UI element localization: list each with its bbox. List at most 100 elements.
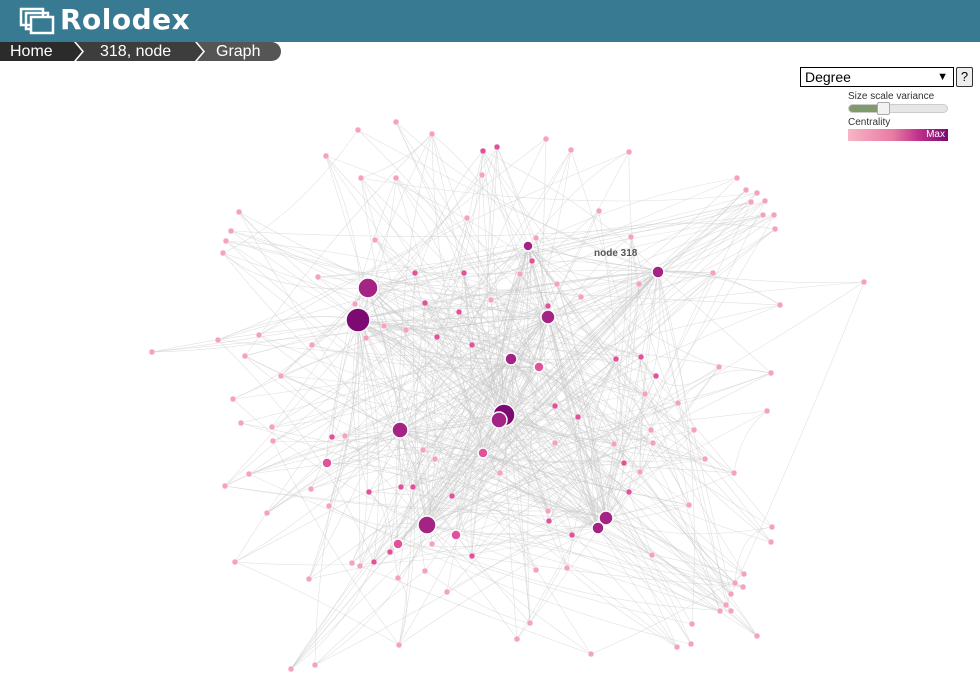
graph-node[interactable] xyxy=(421,299,429,307)
graph-node[interactable] xyxy=(431,455,439,463)
graph-node[interactable] xyxy=(222,237,230,245)
graph-node[interactable] xyxy=(637,353,645,361)
graph-node[interactable] xyxy=(268,423,276,431)
graph-node[interactable] xyxy=(591,521,605,535)
graph-node[interactable] xyxy=(321,457,333,469)
graph-node[interactable] xyxy=(528,257,536,265)
graph-nodes[interactable] xyxy=(148,118,868,673)
graph-node[interactable] xyxy=(419,446,427,454)
graph-node[interactable] xyxy=(362,334,370,342)
graph-node[interactable] xyxy=(478,171,486,179)
graph-node[interactable] xyxy=(776,301,784,309)
graph-node[interactable] xyxy=(733,174,741,182)
graph-node[interactable] xyxy=(245,470,253,478)
graph-node[interactable] xyxy=(487,296,495,304)
graph-node[interactable] xyxy=(740,570,748,578)
graph-node[interactable] xyxy=(551,402,559,410)
graph-node[interactable] xyxy=(307,485,315,493)
graph-node[interactable] xyxy=(635,280,643,288)
graph-node[interactable] xyxy=(574,413,582,421)
graph-node[interactable] xyxy=(328,433,336,441)
graph-node[interactable] xyxy=(428,540,436,548)
graph-node[interactable] xyxy=(674,399,682,407)
graph-node[interactable] xyxy=(277,372,285,380)
breadcrumb-graph[interactable]: Graph xyxy=(197,42,281,61)
graph-node[interactable] xyxy=(648,551,656,559)
graph-node[interactable] xyxy=(219,249,227,257)
graph-node[interactable] xyxy=(468,552,476,560)
graph-node[interactable] xyxy=(759,211,767,219)
graph-node[interactable] xyxy=(544,302,552,310)
metric-select[interactable]: Degree ▼ xyxy=(800,67,954,87)
graph-node[interactable] xyxy=(417,515,437,535)
graph-node[interactable] xyxy=(753,189,761,197)
graph-node[interactable] xyxy=(365,488,373,496)
graph-node[interactable] xyxy=(587,650,595,658)
graph-node[interactable] xyxy=(722,601,730,609)
graph-node[interactable] xyxy=(370,558,378,566)
graph-node[interactable] xyxy=(477,447,489,459)
graph-node[interactable] xyxy=(730,469,738,477)
graph-node[interactable] xyxy=(308,341,316,349)
graph-node[interactable] xyxy=(229,395,237,403)
breadcrumb-home[interactable]: Home xyxy=(0,42,82,61)
graph-node[interactable] xyxy=(540,309,556,325)
graph-node[interactable] xyxy=(357,174,365,182)
graph-node[interactable] xyxy=(227,227,235,235)
graph-node[interactable] xyxy=(545,517,553,525)
graph-node[interactable] xyxy=(544,507,552,515)
graph-node[interactable] xyxy=(433,333,441,341)
graph-node[interactable] xyxy=(409,483,417,491)
graph-node[interactable] xyxy=(620,459,628,467)
graph-node[interactable] xyxy=(542,135,550,143)
graph-node[interactable] xyxy=(450,529,462,541)
graph-node[interactable] xyxy=(311,661,319,669)
graph-node[interactable] xyxy=(468,341,476,349)
graph-node[interactable] xyxy=(348,559,356,567)
graph-node[interactable] xyxy=(731,579,739,587)
graph-node[interactable] xyxy=(647,426,655,434)
graph-node[interactable] xyxy=(627,233,635,241)
graph-node[interactable] xyxy=(460,269,468,277)
graph-node[interactable] xyxy=(496,469,504,477)
graph-node[interactable] xyxy=(504,352,518,366)
graph-node[interactable] xyxy=(568,531,576,539)
graph-node[interactable] xyxy=(625,148,633,156)
graph-node[interactable] xyxy=(354,126,362,134)
graph-node[interactable] xyxy=(356,562,364,570)
graph-node[interactable] xyxy=(716,607,724,615)
graph-node[interactable] xyxy=(688,620,696,628)
graph-node[interactable] xyxy=(860,278,868,286)
graph-node[interactable] xyxy=(771,225,779,233)
graph-node[interactable] xyxy=(221,482,229,490)
graph-node[interactable] xyxy=(685,501,693,509)
graph-node[interactable] xyxy=(768,523,776,531)
graph-node[interactable] xyxy=(357,277,379,299)
graph-node[interactable] xyxy=(612,355,620,363)
graph-node[interactable] xyxy=(532,566,540,574)
graph-node[interactable] xyxy=(742,186,750,194)
graph-node[interactable] xyxy=(727,590,735,598)
graph-node[interactable] xyxy=(255,331,263,339)
graph-node[interactable] xyxy=(214,336,222,344)
graph-node[interactable] xyxy=(241,352,249,360)
graph-node[interactable] xyxy=(493,143,501,151)
graph-node[interactable] xyxy=(739,583,747,591)
graph-node[interactable] xyxy=(690,426,698,434)
graph-node[interactable] xyxy=(322,152,330,160)
graph-node[interactable] xyxy=(314,273,322,281)
graph-node[interactable] xyxy=(263,509,271,517)
graph-node[interactable] xyxy=(371,236,379,244)
graph-node[interactable] xyxy=(709,269,717,277)
graph-node[interactable] xyxy=(397,483,405,491)
graph-node[interactable] xyxy=(443,588,451,596)
graph-node[interactable] xyxy=(148,348,156,356)
graph-node[interactable] xyxy=(567,146,575,154)
graph-node[interactable] xyxy=(595,207,603,215)
graph-node[interactable] xyxy=(386,548,394,556)
graph-node[interactable] xyxy=(532,234,540,242)
graph-node[interactable] xyxy=(577,293,585,301)
graph-node[interactable] xyxy=(305,575,313,583)
graph-node[interactable] xyxy=(727,607,735,615)
